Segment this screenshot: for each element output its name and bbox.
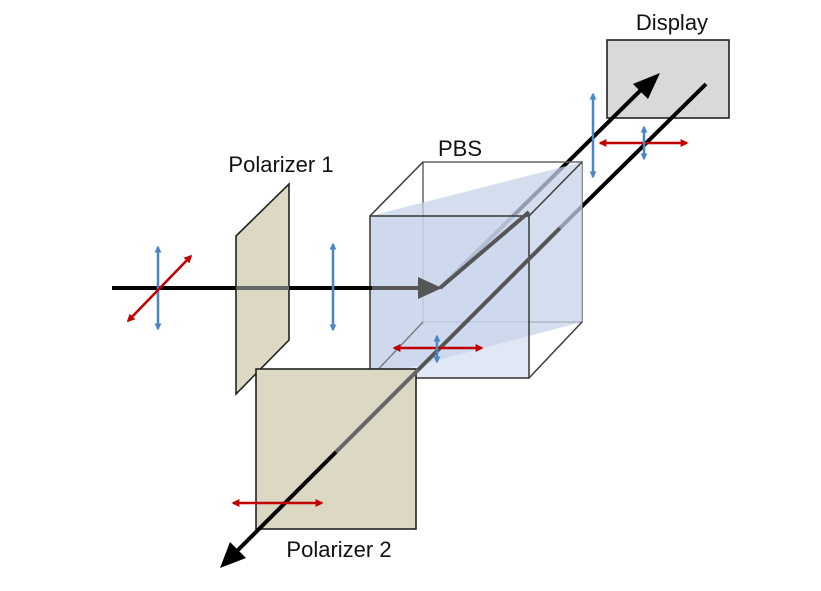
polarizer-1-label: Polarizer 1 <box>228 152 333 177</box>
beam-into-cube-arrowhead <box>418 277 442 299</box>
beam-to-display-arrowhead <box>633 73 660 99</box>
input-horizontal-polarization <box>126 254 193 323</box>
polarizer-2 <box>255 368 417 530</box>
beam-inside-cube-reflected <box>438 210 531 290</box>
polarizer-2-label: Polarizer 2 <box>286 537 391 562</box>
pbs-cube <box>369 161 583 379</box>
display-label: Display <box>636 10 708 35</box>
output-beam-arrowhead <box>220 542 246 568</box>
pbs-label: PBS <box>438 136 482 161</box>
output-beam-through-polarizer2 <box>334 368 420 454</box>
beam-from-display <box>558 82 708 230</box>
